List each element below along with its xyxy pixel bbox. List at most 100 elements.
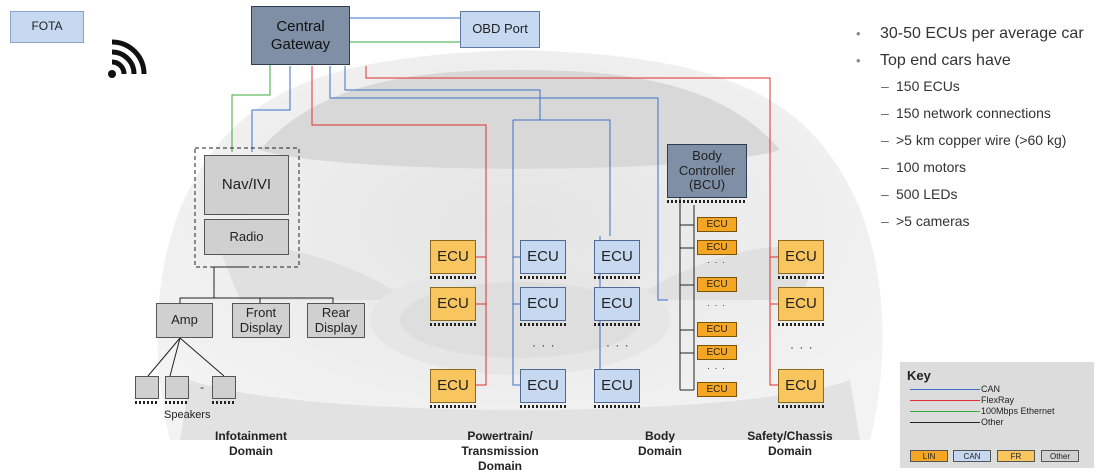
amp-box: Amp [156, 303, 213, 338]
key-label-ethernet: 100Mbps Ethernet [981, 406, 1055, 416]
speaker-1 [135, 376, 159, 399]
bullet-item: 30-50 ECUs per average car [856, 24, 1096, 44]
infotainment-domain-line2: Domain [228, 444, 273, 458]
powertrain-ecu-3: ECU [430, 369, 476, 403]
body-ecu-3-pins [594, 405, 640, 408]
key-label-other: Other [981, 417, 1004, 427]
powertrain-can-ecu-2: ECU [520, 287, 566, 321]
radio-box: Radio [204, 219, 289, 255]
body-controller-bcu: Body Controller (BCU) [667, 144, 747, 198]
sub-bullet-item: 100 motors [856, 159, 1096, 176]
safety-ecu-3-pins [778, 405, 824, 408]
safety-ecu-2-pins [778, 323, 824, 326]
lin-ecu-1: ECU [697, 217, 737, 232]
safety-ecu-3: ECU [778, 369, 824, 403]
bcu-line3: (BCU) [688, 177, 726, 193]
wireless-signal-icon [108, 39, 147, 78]
body-domain-line2: Domain [637, 444, 682, 458]
lin-ellipsis-2: · · · [707, 300, 726, 310]
sub-bullet-item: 150 ECUs [856, 78, 1096, 95]
powertrain-domain-line2: Transmission [461, 444, 539, 458]
safety-ecu-2: ECU [778, 287, 824, 321]
powertrain-can-ecu-1-pins [520, 276, 566, 279]
safety-ecu-1-pins [778, 276, 824, 279]
front-display-line2: Display [239, 319, 283, 335]
key-label-can: CAN [981, 384, 1001, 394]
speakers-label: Speakers [164, 409, 211, 421]
infotainment-domain-label: Infotainment Domain [196, 429, 306, 459]
safety-domain-line2: Domain [767, 444, 812, 458]
front-display-line1: Front [245, 304, 277, 320]
key-swatch-lin: LIN [910, 450, 948, 462]
infotainment-domain-line1: Infotainment [215, 429, 287, 443]
lin-ecu-6: ECU [697, 382, 737, 397]
speaker-2-pins [165, 401, 189, 404]
powertrain-ecu-1: ECU [430, 240, 476, 274]
speaker-1-pins [135, 401, 159, 404]
key-label-flexray: FlexRay [981, 395, 1015, 405]
body-ecu-3: ECU [594, 369, 640, 403]
safety-ellipsis: · · · [790, 340, 814, 354]
central-gateway: Central Gateway [251, 6, 350, 65]
fota-label: FOTA [10, 11, 84, 43]
bcu-pins [667, 200, 747, 203]
powertrain-ecu-1-pins [430, 276, 476, 279]
body-domain-line1: Body [645, 429, 675, 443]
lin-ecu-5: ECU [697, 345, 737, 360]
front-display-box: Front Display [232, 303, 290, 338]
powertrain-can-ecu-1: ECU [520, 240, 566, 274]
safety-domain-label: Safety/Chassis Domain [720, 429, 860, 459]
lin-ellipsis-1: · · · [707, 257, 726, 267]
powertrain-domain-line3: Domain [477, 459, 522, 473]
body-ellipsis: · · · [606, 338, 630, 352]
key-line-can [910, 389, 980, 390]
safety-domain-line1: Safety/Chassis [747, 429, 833, 443]
powertrain-can-ecu-3-pins [520, 405, 566, 408]
bullet-item: Top end cars have [856, 51, 1096, 71]
legend-key: Key CAN FlexRay 100Mbps Ethernet Other L… [900, 362, 1094, 468]
key-title: Key [907, 368, 931, 383]
lin-ecu-3: ECU [697, 277, 737, 292]
key-swatch-other: Other [1041, 450, 1079, 462]
key-line-other [910, 422, 980, 423]
body-ecu-1-pins [594, 276, 640, 279]
obd-port: OBD Port [460, 11, 540, 48]
bcu-line2: Controller [678, 162, 736, 178]
sub-bullet-item: 500 LEDs [856, 186, 1096, 203]
rear-display-line1: Rear [321, 304, 351, 320]
fact-bullets: 30-50 ECUs per average carTop end cars h… [856, 24, 1096, 240]
key-line-flexray [910, 400, 980, 401]
nav-ivi-box: Nav/IVI [204, 155, 289, 215]
rear-display-box: Rear Display [307, 303, 365, 338]
powertrain-ecu-2-pins [430, 323, 476, 326]
powertrain-ecu-2: ECU [430, 287, 476, 321]
powertrain-domain-label: Powertrain/ Transmission Domain [440, 429, 560, 474]
gateway-line1: Central [276, 18, 325, 36]
key-line-ethernet [910, 411, 980, 412]
body-ecu-2-pins [594, 323, 640, 326]
powertrain-can-ellipsis: · · · [532, 338, 556, 352]
speaker-gap: - [200, 380, 205, 394]
rear-display-line2: Display [314, 319, 358, 335]
key-swatch-fr: FR [997, 450, 1035, 462]
powertrain-can-ecu-3: ECU [520, 369, 566, 403]
body-ecu-2: ECU [594, 287, 640, 321]
sub-bullet-item: 150 network connections [856, 105, 1096, 122]
safety-ecu-1: ECU [778, 240, 824, 274]
body-domain-label: Body Domain [620, 429, 700, 459]
gateway-line2: Gateway [270, 35, 331, 53]
lin-ellipsis-3: · · · [707, 363, 726, 373]
body-ecu-1: ECU [594, 240, 640, 274]
key-swatch-can: CAN [953, 450, 991, 462]
speaker-3 [212, 376, 236, 399]
bcu-line1: Body [692, 147, 722, 163]
speaker-3-pins [212, 401, 236, 404]
sub-bullet-item: >5 km copper wire (>60 kg) [856, 132, 1096, 149]
powertrain-domain-line1: Powertrain/ [467, 429, 533, 443]
powertrain-ecu-3-pins [430, 405, 476, 408]
lin-ecu-4: ECU [697, 322, 737, 337]
sub-bullet-item: >5 cameras [856, 213, 1096, 230]
lin-ecu-2: ECU [697, 240, 737, 255]
speaker-2 [165, 376, 189, 399]
